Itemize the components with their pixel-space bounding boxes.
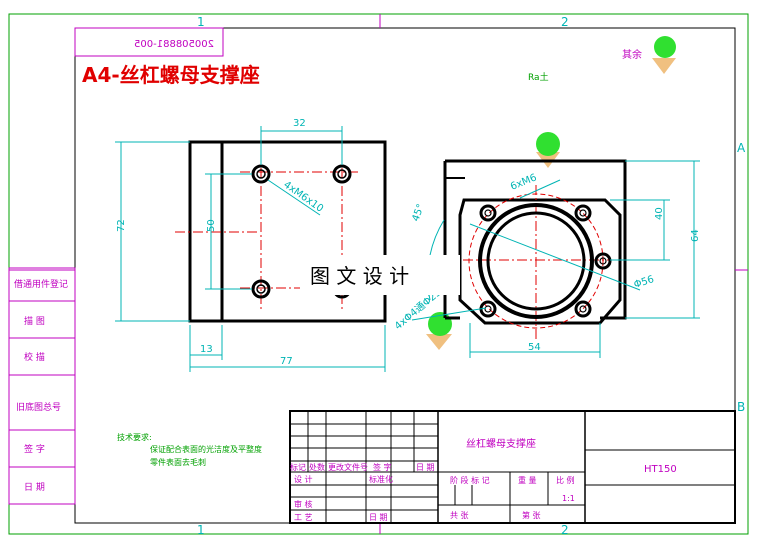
left-hole-1 xyxy=(251,164,271,184)
watermark-background xyxy=(300,255,460,295)
tb-process: 工 艺 xyxy=(294,513,313,522)
left-hole-3 xyxy=(251,279,271,299)
tech-notes-line-2: 零件表面去毛刺 xyxy=(150,457,206,467)
rev-header-sign: 签 字 xyxy=(373,462,392,472)
side-strip-item-5: 签 字 xyxy=(24,443,45,455)
side-strip xyxy=(8,267,76,505)
dim-left-13: 13 xyxy=(200,344,213,355)
rev-header-doc: 更改文件号 xyxy=(328,462,368,472)
tb-checker: 审 核 xyxy=(294,499,313,509)
dim-angle-45: 45° xyxy=(410,203,426,223)
zone-label-top-2: 2 xyxy=(561,15,569,29)
dim-64: 64 xyxy=(690,229,701,242)
zone-label-bottom-1: 1 xyxy=(197,523,205,537)
dim-height-72: 72 xyxy=(116,219,127,232)
rev-header-count: 处数 xyxy=(309,462,325,472)
tb-standard: 标准化 xyxy=(369,474,393,484)
right-hole-5 xyxy=(574,300,592,318)
dim-40: 40 xyxy=(654,207,665,220)
right-hole-3 xyxy=(594,252,612,270)
dim-inner-50: 50 xyxy=(206,219,217,232)
side-strip-item-3: 校 描 xyxy=(24,351,45,363)
left-hole-2 xyxy=(332,164,352,184)
title-block xyxy=(289,410,736,524)
tb-scale-value: 1:1 xyxy=(562,494,575,503)
tech-notes-line-1: 保证配合表面的光洁度及平整度 xyxy=(150,444,262,454)
dim-width-77: 77 xyxy=(280,356,293,367)
dim-dia-56: Φ56 xyxy=(633,274,656,291)
zone-label-A: A xyxy=(737,141,746,155)
dim-top-32: 32 xyxy=(293,118,306,129)
drawing-number-stamp: 200508881-005 xyxy=(74,27,224,57)
dim-54: 54 xyxy=(528,342,541,353)
tb-designer: 设 计 xyxy=(294,474,313,484)
drawing-number-text: 200508881-005 xyxy=(134,39,214,50)
drawing-title: A4-丝杠螺母支撑座 xyxy=(82,63,260,87)
roughness-symbol-top-right xyxy=(652,36,676,74)
tb-stage-label: 阶 段 标 记 xyxy=(450,475,490,485)
tb-sheet-total: 共 张 xyxy=(450,511,469,520)
right-hole-4 xyxy=(479,300,497,318)
roughness-symbol-mid xyxy=(536,132,560,168)
left-view-dimensions xyxy=(115,126,386,372)
tb-date: 日 期 xyxy=(369,513,388,522)
tb-weight-label: 重 量 xyxy=(518,475,537,485)
tb-part-name: 丝杠螺母支撑座 xyxy=(466,437,536,450)
tb-scale-label: 比 例 xyxy=(556,475,575,485)
watermark-text: 图 文 设 计 xyxy=(310,264,409,288)
zone-label-top-1: 1 xyxy=(197,15,205,29)
roughness-note-other: 其余 xyxy=(622,48,642,61)
tb-sheet-no: 第 张 xyxy=(522,510,541,520)
side-strip-item-2: 描 图 xyxy=(24,315,45,327)
tb-material: HT150 xyxy=(644,464,677,475)
dim-bolt-6xM6: 6xM6 xyxy=(509,172,538,192)
side-strip-item-6: 日 期 xyxy=(24,482,45,493)
roughness-note-center: Ra土 xyxy=(528,71,549,83)
zone-label-bottom-2: 2 xyxy=(561,523,569,537)
rev-header-mark: 标记 xyxy=(290,462,306,472)
left-hole-callout: 4xM6x10 xyxy=(281,179,325,214)
tech-notes-heading: 技术要求: xyxy=(117,432,152,442)
side-strip-item-4: 旧底图总号 xyxy=(16,401,61,413)
right-hole-1 xyxy=(479,204,497,222)
rev-header-date: 日 期 xyxy=(416,463,435,472)
zone-label-B: B xyxy=(737,400,745,414)
right-hole-2 xyxy=(574,204,592,222)
side-strip-item-1: 借通用件登记 xyxy=(14,278,68,290)
